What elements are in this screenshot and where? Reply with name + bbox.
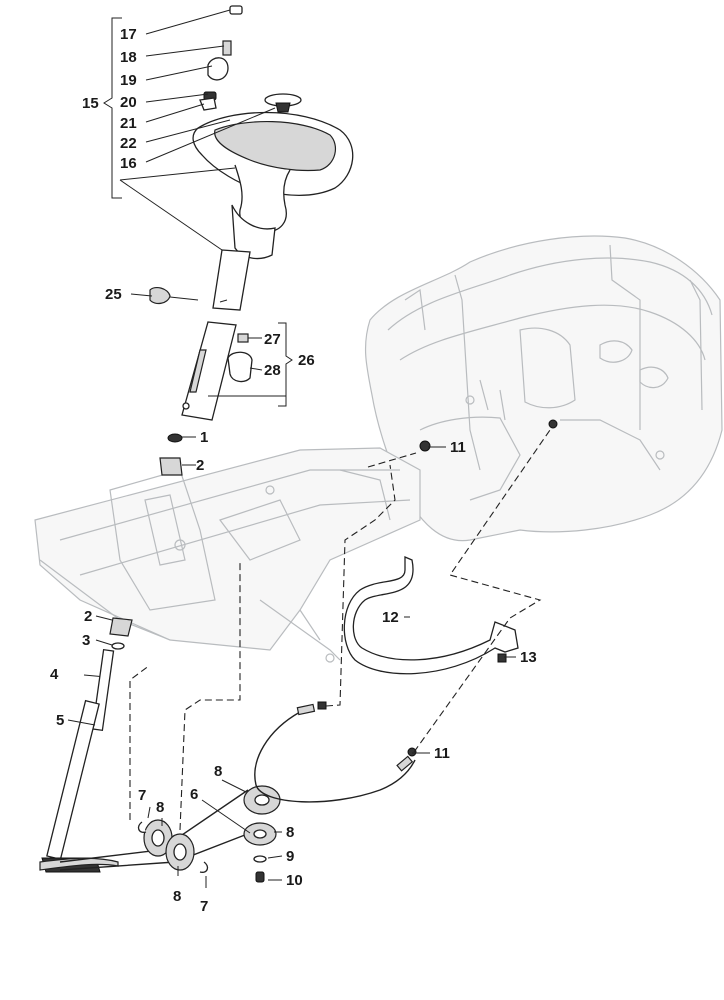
callout-15: 15 bbox=[82, 95, 99, 112]
callout-7-bottom: 7 bbox=[200, 898, 208, 915]
callout-5: 5 bbox=[56, 712, 64, 729]
column-tube-26 bbox=[181, 321, 237, 421]
pulleys-and-belt bbox=[59, 785, 281, 883]
callout-18: 18 bbox=[120, 49, 137, 66]
callout-3: 3 bbox=[82, 632, 90, 649]
callout-13: 13 bbox=[520, 649, 537, 666]
callout-2-lower: 2 bbox=[84, 608, 92, 625]
callout-1: 1 bbox=[200, 429, 208, 446]
steering-wheel bbox=[192, 111, 354, 260]
callout-8-right: 8 bbox=[286, 824, 294, 841]
callout-17: 17 bbox=[120, 26, 137, 43]
leader-lines bbox=[67, 9, 516, 888]
assembly-dashes bbox=[129, 419, 558, 831]
callout-12: 12 bbox=[382, 609, 399, 626]
callout-25: 25 bbox=[105, 286, 122, 303]
callout-16: 16 bbox=[120, 155, 137, 172]
callout-11-upper: 11 bbox=[450, 439, 466, 456]
callout-21: 21 bbox=[120, 115, 137, 132]
bushing-1-2-upper bbox=[159, 433, 183, 476]
callout-4: 4 bbox=[50, 666, 59, 683]
callout-2-upper: 2 bbox=[196, 457, 204, 474]
callout-19: 19 bbox=[120, 72, 137, 89]
control-cable bbox=[254, 701, 417, 803]
callout-11-lower: 11 bbox=[434, 745, 450, 762]
rear-body-outline bbox=[364, 235, 723, 542]
callout-20: 20 bbox=[120, 94, 137, 111]
front-chassis-outline bbox=[34, 447, 421, 663]
knob-25 bbox=[149, 286, 199, 305]
lower-shaft-5 bbox=[39, 617, 133, 873]
callout-28: 28 bbox=[264, 362, 281, 379]
callout-22: 22 bbox=[120, 135, 137, 152]
callout-8-left: 8 bbox=[156, 799, 164, 816]
callout-27: 27 bbox=[264, 331, 281, 348]
callout-numbers: 17 18 19 20 21 22 16 15 25 27 28 26 1 2 … bbox=[50, 26, 537, 915]
callout-9: 9 bbox=[286, 848, 294, 865]
wheel-cap-16 bbox=[264, 93, 302, 113]
steering-column-upper bbox=[212, 249, 251, 311]
callout-7-left: 7 bbox=[138, 787, 146, 804]
small-parts-17-22 bbox=[199, 5, 243, 111]
strap-12 bbox=[343, 556, 519, 675]
callout-8-top: 8 bbox=[214, 763, 222, 780]
callout-10: 10 bbox=[286, 872, 303, 889]
callout-6: 6 bbox=[190, 786, 198, 803]
callout-8-bottom: 8 bbox=[173, 888, 181, 905]
callout-26: 26 bbox=[298, 352, 315, 369]
